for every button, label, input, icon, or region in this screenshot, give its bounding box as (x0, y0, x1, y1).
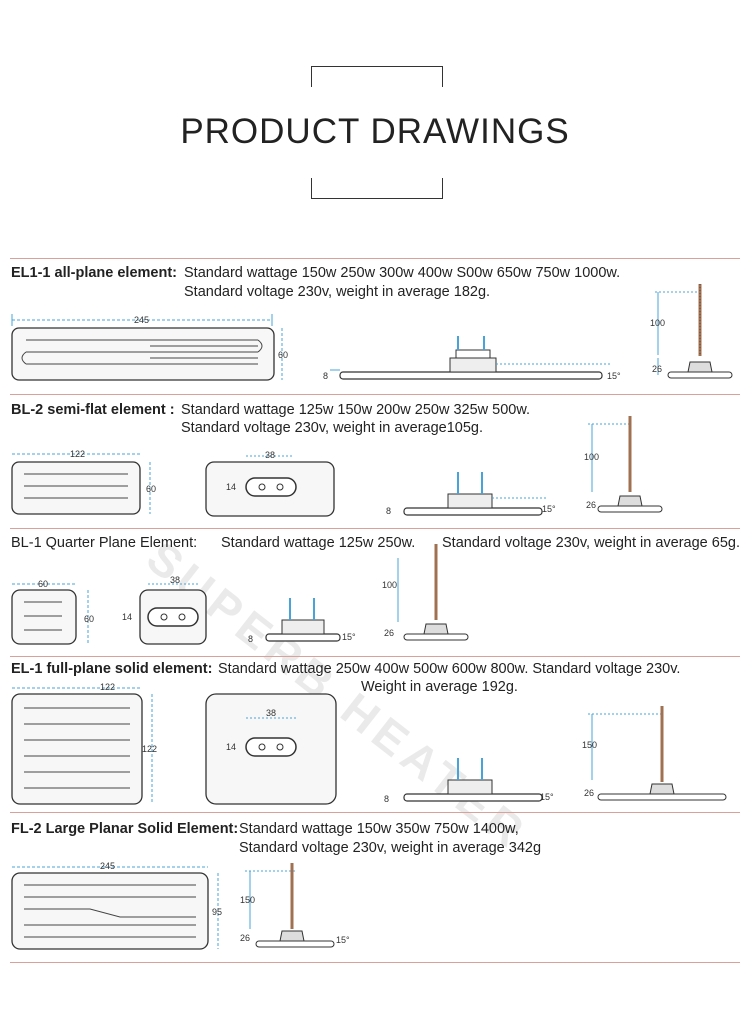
title-frame-bottom (311, 178, 443, 199)
dim-base: 8 (248, 634, 253, 644)
dim-base: 8 (323, 371, 328, 381)
section-label: EL1-1 all-plane element: (11, 265, 177, 281)
element-top-view-drawing: 122 60 38 14 8 15° 100 26 (11, 416, 663, 517)
spec-voltage: Standard voltage 230v, weight in average… (239, 840, 542, 856)
dim-pin-length: 100 (584, 452, 599, 462)
element-top-view-drawing: 245 60 8 15° 100 26 (11, 284, 733, 381)
dim-width: 245 (100, 861, 115, 871)
dim-pin-length: 100 (382, 580, 397, 590)
spec-wattage: Standard wattage 250w 400w 500w 600w 800… (218, 661, 681, 677)
element-top-view-drawing: 122 122 38 14 8 15° 150 26 (11, 682, 727, 805)
spec-wattage: Standard wattage 150w 350w 750w 1400w, (239, 821, 519, 837)
dim-pin-base: 26 (586, 500, 596, 510)
dim-height: 60 (146, 484, 156, 494)
page-header: PRODUCT DRAWINGS (0, 0, 750, 230)
dim-height: 60 (278, 350, 288, 360)
dim-width: 60 (38, 579, 48, 589)
divider (10, 258, 740, 259)
section-label: EL-1 full-plane solid element: (11, 661, 213, 677)
dim-base: 26 (240, 933, 250, 943)
divider (10, 656, 740, 657)
element-top-view-drawing: 60 60 38 14 8 15° 100 26 (11, 544, 469, 645)
dim-socket-height: 14 (226, 742, 236, 752)
dim-width: 245 (134, 315, 149, 325)
dim-pin-base: 26 (384, 628, 394, 638)
dim-angle: 15° (336, 935, 350, 945)
dim-pin-length: 150 (582, 740, 597, 750)
dim-height: 95 (212, 907, 222, 917)
dim-socket-width: 38 (265, 450, 275, 460)
dim-pin-length: 100 (650, 318, 665, 328)
dim-pin-length: 150 (240, 895, 255, 905)
spec-wattage: Standard wattage 150w 250w 300w 400w S00… (184, 265, 621, 281)
element-top-view-drawing: 245 95 150 26 15° (11, 861, 350, 950)
spec-voltage: Standard voltage 230v, weight in average… (184, 284, 491, 300)
dim-width: 122 (100, 682, 115, 692)
page-title: PRODUCT DRAWINGS (180, 112, 570, 151)
section-label: BL-2 semi-flat element : (11, 402, 175, 418)
spec-voltage: Standard voltage 230v, weight in average… (442, 535, 740, 551)
divider (10, 812, 740, 813)
dim-angle: 15° (607, 371, 621, 381)
dim-angle: 15° (342, 632, 356, 642)
dim-socket-height: 14 (226, 482, 236, 492)
divider (10, 962, 740, 963)
title-frame-top (311, 66, 443, 87)
dim-height: 60 (84, 614, 94, 624)
dim-height: 122 (142, 744, 157, 754)
spec-voltage: Standard voltage 230v, weight in average… (181, 420, 484, 436)
divider (10, 394, 740, 395)
spec-wattage: Standard wattage 125w 150w 200w 250w 325… (181, 402, 531, 418)
divider (10, 528, 740, 529)
dim-angle: 15° (540, 792, 554, 802)
dim-angle: 15° (542, 504, 556, 514)
section-label: BL-1 Quarter Plane Element: (11, 535, 198, 551)
dim-pin-base: 26 (652, 364, 662, 374)
dim-width: 122 (70, 449, 85, 459)
dim-pin-base: 26 (584, 788, 594, 798)
dim-socket-width: 38 (170, 575, 180, 585)
dim-base: 8 (384, 794, 389, 804)
dim-base: 8 (386, 506, 391, 516)
spec-wattage: Standard wattage 125w 250w. (221, 535, 416, 551)
section-label: FL-2 Large Planar Solid Element: (11, 821, 239, 837)
spec-voltage: Weight in average 192g. (361, 679, 518, 695)
dim-socket-width: 38 (266, 708, 276, 718)
dim-socket-height: 14 (122, 612, 132, 622)
